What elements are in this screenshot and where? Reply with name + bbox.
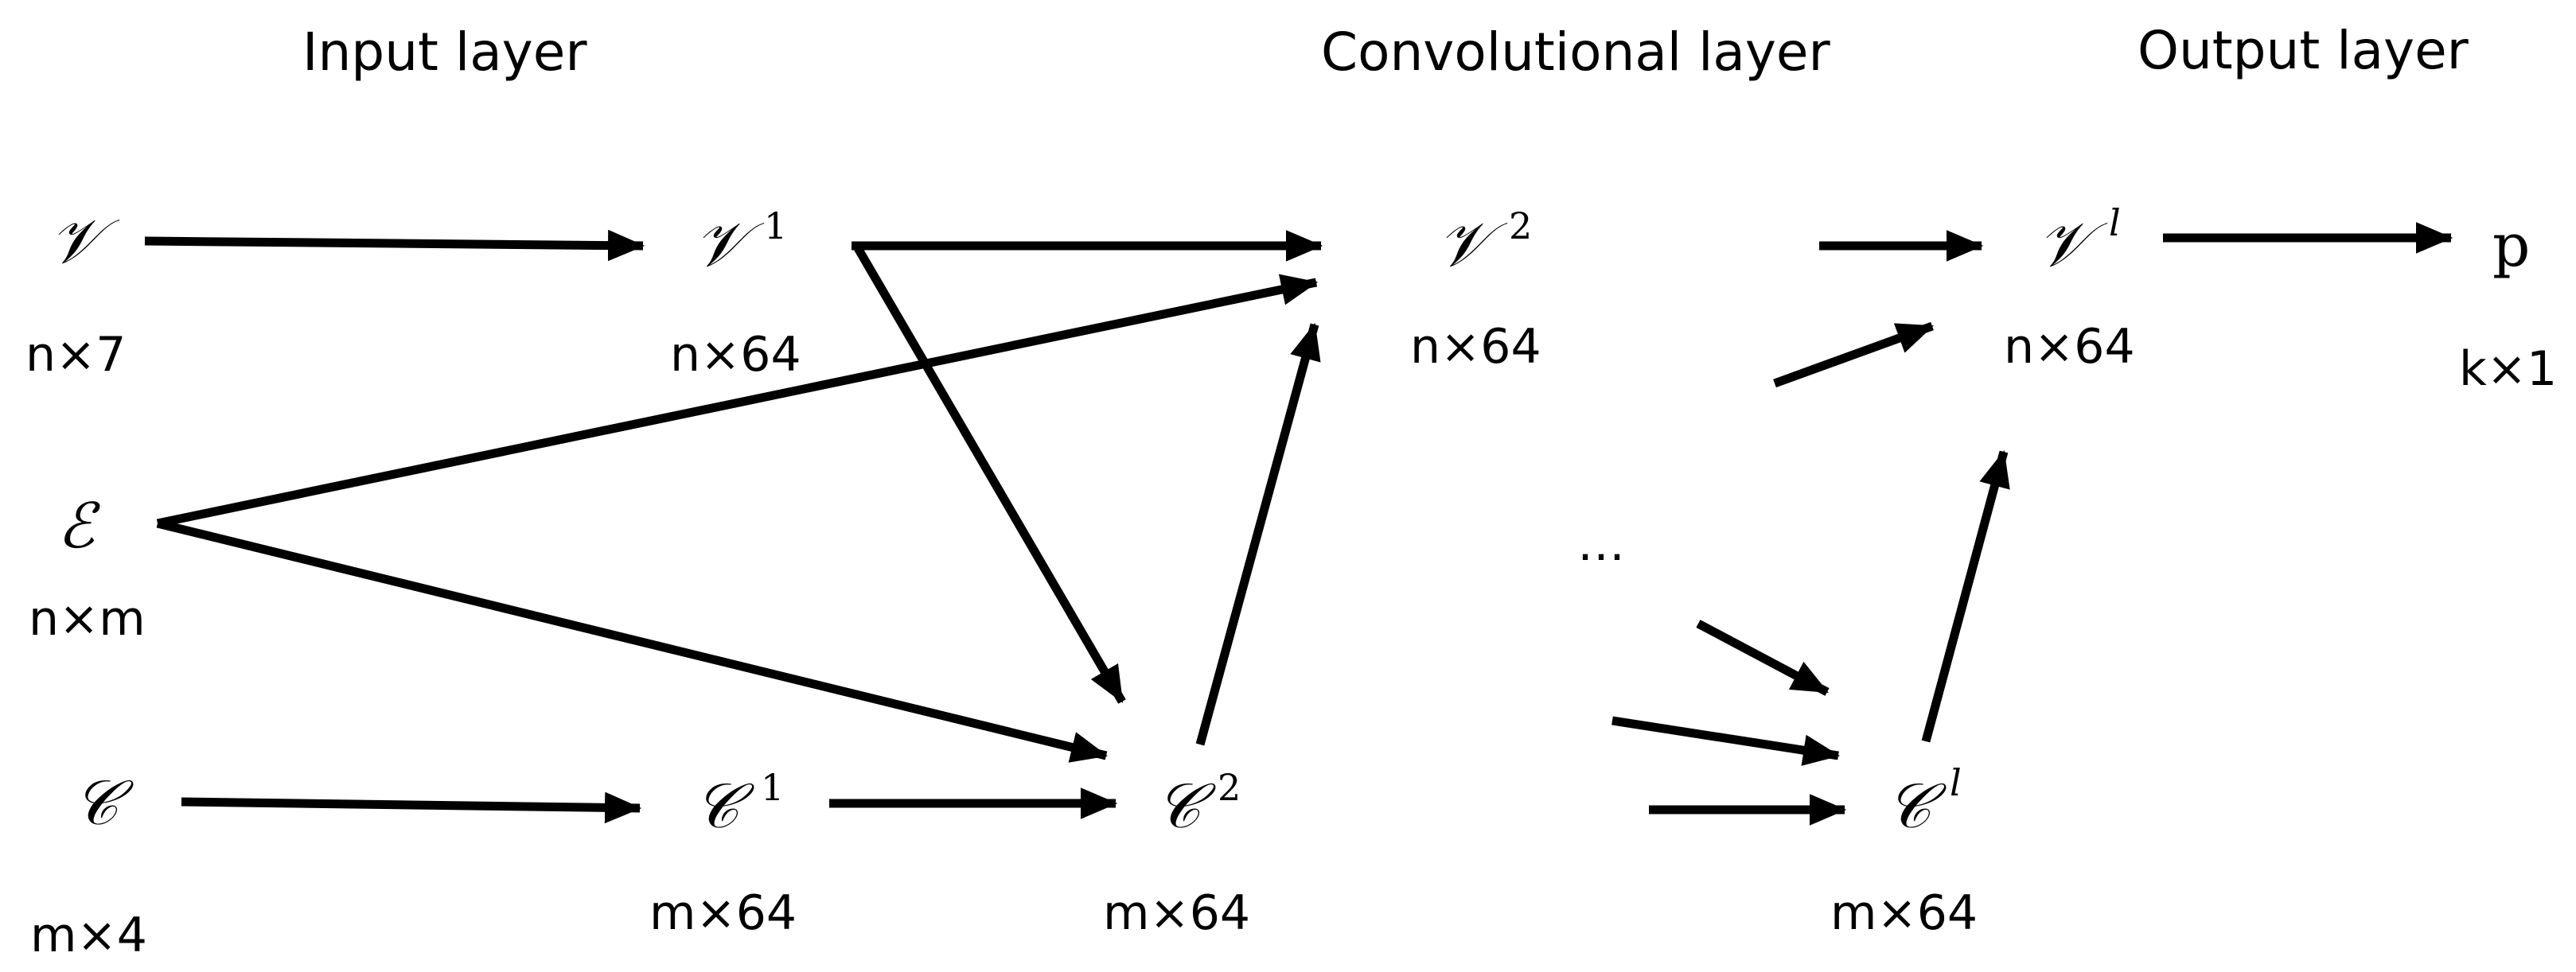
node-c-symbol: 𝒞 [73, 768, 134, 839]
node-c: 𝒞 m×4 [30, 768, 147, 963]
node-v1-superscript: 1 [764, 204, 787, 247]
edge-v-v1 [144, 229, 645, 262]
node-cl-dim: m×64 [1830, 885, 1978, 941]
node-c1: 𝒞 1 m×64 [649, 766, 797, 941]
node-c-dim: m×4 [30, 908, 147, 963]
edges [144, 222, 2453, 826]
edge-e-c2 [156, 519, 1109, 763]
edge-ellipsis-cl-b [1611, 716, 1841, 766]
node-v1: 𝒱 1 n×64 [670, 204, 801, 383]
node-c1-symbol: 𝒞 [694, 771, 754, 842]
node-vl: 𝒱 l n×64 [2004, 201, 2135, 375]
node-p-dim: k×1 [2459, 341, 2557, 397]
node-v-symbol: 𝒱 [49, 206, 120, 278]
header-convolutional-layer: Convolutional layer [1321, 21, 1831, 83]
header-input-layer: Input layer [302, 21, 587, 83]
node-vl-symbol: 𝒱 [2037, 209, 2108, 281]
node-cl-symbol: 𝒞 [1886, 771, 1947, 842]
node-v: 𝒱 n×7 [25, 206, 126, 383]
node-c2-dim: m×64 [1103, 885, 1250, 941]
header-output-layer: Output layer [2138, 20, 2469, 81]
node-v2-dim: n×64 [1410, 319, 1541, 375]
edge-ellipsis-cl-a [1696, 620, 1830, 696]
node-p: p k×1 [2459, 212, 2557, 397]
edge-c2-v2 [1195, 322, 1321, 746]
edge-v1-c2 [854, 246, 1126, 704]
node-cl-superscript: l [1950, 761, 1962, 804]
edge-cl-vl [1921, 449, 2010, 743]
node-e-symbol: ℰ [57, 491, 101, 562]
node-p-symbol: p [2492, 212, 2530, 280]
node-vl-dim: n×64 [2004, 319, 2135, 375]
node-v1-dim: n×64 [670, 327, 801, 383]
node-c2-symbol: 𝒞 [1155, 771, 1216, 842]
edge-e-v2 [156, 274, 1319, 528]
node-e: ℰ n×m [29, 491, 146, 647]
node-c1-dim: m×64 [649, 885, 797, 941]
node-cl: 𝒞 l m×64 [1830, 761, 1978, 941]
edge-c-c1 [181, 791, 642, 824]
node-vl-superscript: l [2109, 201, 2121, 244]
edge-ellipsis-vl-b [1773, 321, 1935, 388]
ellipsis: … [1577, 516, 1625, 572]
node-e-dim: n×m [29, 591, 146, 647]
node-v1-symbol: 𝒱 [694, 209, 765, 281]
node-c2-superscript: 2 [1218, 766, 1241, 809]
node-v2: 𝒱 2 n×64 [1410, 204, 1541, 375]
node-c2: 𝒞 2 m×64 [1103, 766, 1250, 941]
node-v-dim: n×7 [25, 327, 126, 383]
node-v2-superscript: 2 [1509, 204, 1532, 247]
node-v2-symbol: 𝒱 [1437, 209, 1508, 281]
node-c1-superscript: 1 [761, 766, 784, 809]
